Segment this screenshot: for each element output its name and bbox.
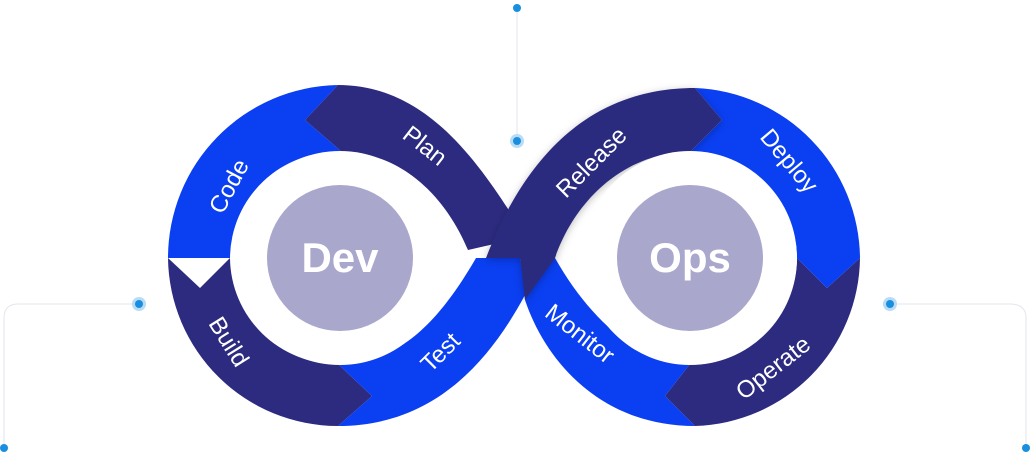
dev-loop	[168, 85, 525, 426]
node-bottom-left	[0, 444, 8, 452]
segment-plan	[305, 85, 512, 250]
node-right	[883, 297, 897, 311]
segment-deploy	[690, 88, 860, 288]
node-bottom-right	[1022, 444, 1030, 452]
dev-label: Dev	[301, 234, 379, 281]
ops-label: Ops	[649, 234, 731, 281]
dev-center-circle	[267, 185, 413, 331]
ops-loop	[486, 88, 860, 426]
node-top-center	[510, 134, 524, 148]
segment-operate	[665, 258, 860, 426]
segment-release	[486, 88, 722, 300]
segment-code	[168, 85, 342, 258]
connector-lines	[3, 10, 1027, 446]
connector-left	[3, 303, 140, 446]
segment-test	[338, 258, 525, 426]
node-top	[513, 4, 521, 12]
connector-right	[890, 303, 1027, 446]
node-left	[132, 297, 146, 311]
segment-build	[168, 258, 372, 426]
ops-center-circle	[617, 185, 763, 331]
segment-monitor	[520, 258, 695, 426]
